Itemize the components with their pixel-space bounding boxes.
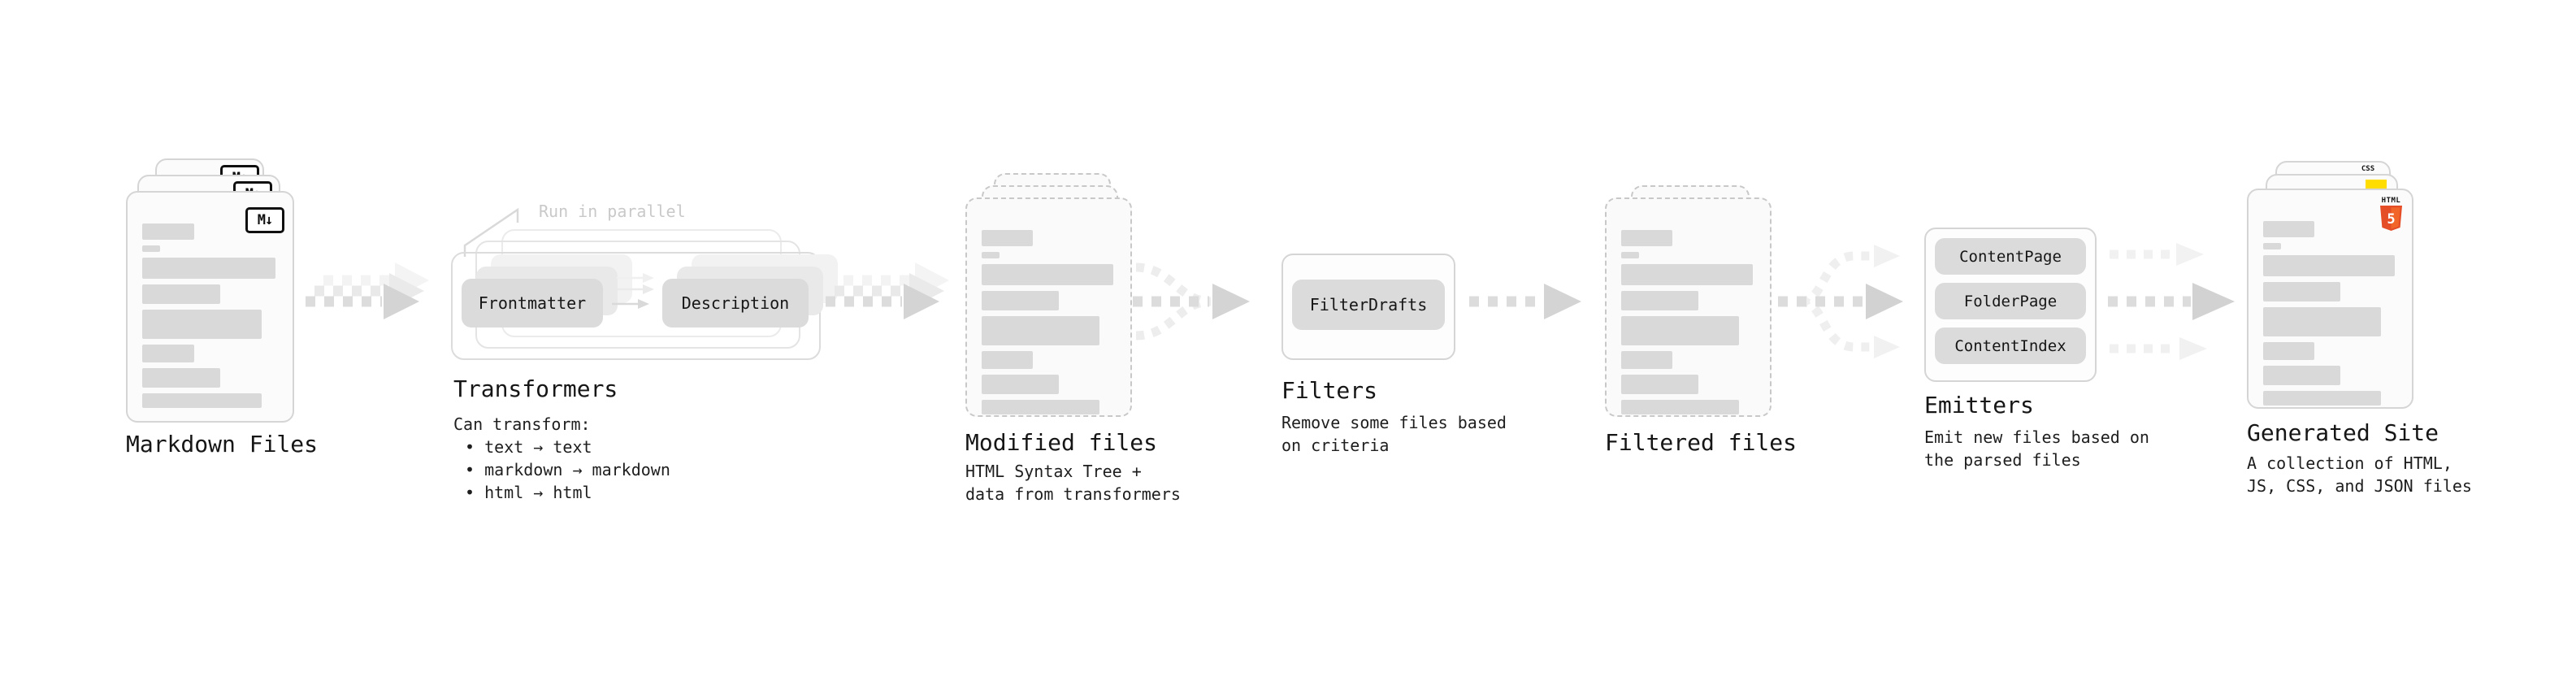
modified-files-label: Modified files bbox=[965, 429, 1158, 456]
stage-modified-files bbox=[965, 173, 1136, 421]
filters-description: Remove some files based on criteria bbox=[1281, 411, 1507, 457]
css-badge-text: CSS bbox=[2361, 165, 2375, 173]
file-card-front bbox=[965, 197, 1132, 417]
flow-arrow-modified-to-filters bbox=[1133, 262, 1250, 340]
markdown-files-label: Markdown Files bbox=[126, 431, 319, 458]
file-card-front bbox=[1605, 197, 1772, 417]
generated-site-label: Generated Site bbox=[2247, 419, 2439, 446]
flow-arrow-filters-to-filtered bbox=[1469, 284, 1581, 319]
document-placeholder-lines bbox=[2263, 221, 2399, 406]
emitters-heading: Emitters bbox=[1924, 392, 2034, 419]
description-line: Remove some files based bbox=[1281, 413, 1507, 432]
emitter-contentindex-pill: ContentIndex bbox=[1935, 327, 2086, 364]
transformer-description-pill: Description bbox=[662, 279, 809, 327]
can-transform-title: Can transform: bbox=[453, 414, 591, 434]
description-line: the parsed files bbox=[1924, 450, 2081, 470]
html5-number: 5 bbox=[2387, 211, 2395, 228]
filter-drafts-pill: FilterDrafts bbox=[1292, 280, 1445, 330]
transformers-heading: Transformers bbox=[453, 375, 618, 402]
stage-filters: FilterDrafts bbox=[1281, 254, 1455, 360]
document-placeholder-lines bbox=[982, 230, 1117, 414]
html5-shield: 5 bbox=[2380, 206, 2402, 231]
stage-markdown-files: M↓ M↓ M↓ bbox=[126, 158, 321, 435]
modified-files-description: HTML Syntax Tree + data from transformer… bbox=[965, 460, 1181, 505]
bullet-item: • html → html bbox=[465, 483, 592, 502]
transformer-frontmatter-pill: Frontmatter bbox=[462, 279, 603, 327]
flow-arrow-markdown-to-transformers bbox=[306, 262, 429, 319]
description-line: data from transformers bbox=[965, 484, 1181, 504]
description-line: JS, CSS, and JSON files bbox=[2247, 476, 2472, 496]
emitter-contentpage-pill: ContentPage bbox=[1935, 238, 2086, 275]
filtered-files-label: Filtered files bbox=[1605, 429, 1798, 456]
file-card-front: M↓ bbox=[126, 191, 294, 423]
transformers-description: Can transform: • text → text • markdown … bbox=[453, 413, 670, 504]
stage-generated-site: CSS HTML 5 bbox=[2247, 161, 2418, 413]
html5-icon: HTML 5 bbox=[2380, 197, 2402, 231]
js-badge bbox=[2366, 180, 2387, 190]
file-card-html: HTML 5 bbox=[2247, 189, 2413, 409]
description-line: Emit new files based on bbox=[1924, 427, 2149, 447]
description-line: A collection of HTML, bbox=[2247, 453, 2452, 473]
stage-filtered-files bbox=[1605, 185, 1776, 421]
generated-site-description: A collection of HTML, JS, CSS, and JSON … bbox=[2247, 452, 2472, 497]
parallel-note-connector bbox=[463, 207, 519, 257]
parallel-mini-arrows bbox=[612, 273, 654, 309]
bullet-item: • markdown → markdown bbox=[465, 460, 670, 479]
document-placeholder-lines bbox=[142, 223, 280, 408]
flow-arrow-filtered-to-emitters bbox=[1778, 245, 1903, 358]
filters-heading: Filters bbox=[1281, 377, 1378, 404]
emitter-folderpage-pill: FolderPage bbox=[1935, 283, 2086, 319]
flow-arrow-transformers-to-modified bbox=[826, 262, 949, 319]
bullet-item: • text → text bbox=[465, 437, 592, 457]
description-line: on criteria bbox=[1281, 436, 1390, 455]
markdown-icon: M↓ bbox=[245, 207, 284, 233]
emitters-description: Emit new files based on the parsed files bbox=[1924, 426, 2149, 471]
run-in-parallel-note: Run in parallel bbox=[539, 202, 686, 221]
document-placeholder-lines bbox=[1621, 230, 1757, 414]
html5-icon-text: HTML bbox=[2381, 197, 2401, 205]
flow-arrow-emitters-to-site bbox=[2108, 243, 2235, 360]
stage-emitters: ContentPage FolderPage ContentIndex bbox=[1924, 228, 2097, 382]
description-line: HTML Syntax Tree + bbox=[965, 462, 1142, 481]
stage-transformers: Run in parallel Frontmatter Description bbox=[451, 195, 838, 370]
